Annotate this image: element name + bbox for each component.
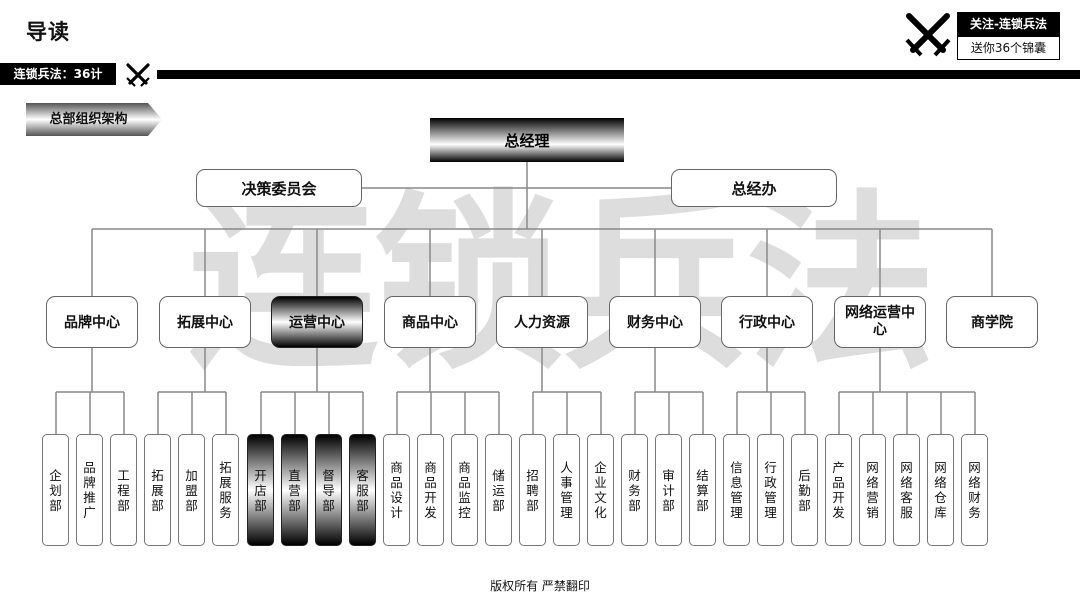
dept-node: 招聘部: [519, 434, 546, 546]
node-admin-center: 行政中心: [721, 296, 813, 348]
follow-subtitle: 送你36个锦囊: [957, 36, 1060, 60]
dept-node: 储运部: [485, 434, 512, 546]
dept-label: 人事管理: [560, 460, 573, 520]
dept-node: 商品开发: [417, 434, 444, 546]
node-general-manager-label: 总经理: [504, 131, 550, 150]
dept-label: 产品开发: [832, 460, 845, 520]
dept-label: 行政管理: [764, 460, 777, 520]
dept-label: 储运部: [492, 467, 505, 513]
follow-title: 关注-连锁兵法: [957, 12, 1060, 36]
node-label: 商品中心: [402, 315, 458, 331]
node-brand-center: 品牌中心: [46, 296, 138, 348]
page-title: 导读: [26, 20, 70, 44]
node-finance-center: 财务中心: [609, 296, 701, 348]
dept-label: 结算部: [696, 467, 709, 513]
dept-node: 督导部: [315, 434, 342, 546]
dept-node: 后勤部: [791, 434, 818, 546]
dept-label: 网络仓库: [934, 460, 947, 520]
node-decision-committee-label: 决策委员会: [241, 179, 317, 198]
dept-node: 品牌推广: [76, 434, 103, 546]
dept-label: 网络客服: [900, 460, 913, 520]
dept-node: 审计部: [655, 434, 682, 546]
dept-label: 信息管理: [730, 460, 743, 520]
dept-label: 客服部: [356, 467, 369, 513]
node-general-office-label: 总经办: [731, 179, 777, 198]
series-badge: 连锁兵法：36计: [0, 63, 116, 85]
crossed-swords-logo-icon: [905, 13, 951, 57]
section-tag-label: 总部组织架构: [49, 112, 128, 127]
dept-node: 商品设计: [383, 434, 410, 546]
dept-node: 网络财务: [961, 434, 988, 546]
node-label: 品牌中心: [64, 315, 120, 331]
dept-node: 企划部: [42, 434, 69, 546]
dept-node: 加盟部: [178, 434, 205, 546]
dept-node: 拓展服务: [212, 434, 239, 546]
node-business-school: 商学院: [946, 296, 1038, 348]
node-hr-center: 人力资源: [496, 296, 588, 348]
dept-label: 拓展部: [151, 467, 164, 513]
dept-node: 商品监控: [451, 434, 478, 546]
dept-label: 品牌推广: [83, 460, 96, 520]
dept-node: 产品开发: [825, 434, 852, 546]
copyright-footer: 版权所有 严禁翻印: [490, 579, 590, 593]
node-label: 行政中心: [739, 315, 795, 331]
node-label: 人力资源: [514, 315, 570, 331]
dept-node: 人事管理: [553, 434, 580, 546]
node-expansion-center: 拓展中心: [159, 296, 251, 348]
dept-label: 加盟部: [185, 467, 198, 513]
node-online-ops-center: 网络运营中心: [834, 296, 926, 348]
dept-node: 行政管理: [757, 434, 784, 546]
header-rule: [157, 70, 1080, 79]
node-label: 网络运营中心: [845, 305, 915, 338]
dept-label: 商品设计: [390, 460, 403, 520]
node-label: 商学院: [971, 315, 1013, 331]
node-label: 拓展中心: [177, 315, 233, 331]
dept-label: 审计部: [662, 467, 675, 513]
dept-node: 开店部: [247, 434, 274, 546]
dept-node: 工程部: [110, 434, 137, 546]
dept-label: 网络财务: [968, 460, 981, 520]
dept-node: 网络仓库: [927, 434, 954, 546]
dept-node: 结算部: [689, 434, 716, 546]
dept-label: 后勤部: [798, 467, 811, 513]
dept-label: 网络营销: [866, 460, 879, 520]
node-decision-committee: 决策委员会: [196, 169, 362, 207]
dept-node: 网络营销: [859, 434, 886, 546]
dept-label: 企业文化: [594, 460, 607, 520]
dept-label: 商品监控: [458, 460, 471, 520]
crossed-swords-icon: [126, 63, 150, 87]
dept-label: 直营部: [288, 467, 301, 513]
node-label: 运营中心: [289, 315, 345, 331]
node-label: 财务中心: [627, 315, 683, 331]
node-operations-center: 运营中心: [271, 296, 363, 348]
dept-label: 开店部: [254, 467, 267, 513]
dept-node: 拓展部: [144, 434, 171, 546]
dept-node: 客服部: [349, 434, 376, 546]
dept-label: 工程部: [117, 467, 130, 513]
dept-label: 督导部: [322, 467, 335, 513]
dept-label: 商品开发: [424, 460, 437, 520]
dept-label: 财务部: [628, 467, 641, 513]
node-general-manager: 总经理: [430, 118, 624, 162]
dept-node: 直营部: [281, 434, 308, 546]
dept-label: 招聘部: [526, 467, 539, 513]
dept-label: 企划部: [49, 467, 62, 513]
node-general-office: 总经办: [671, 169, 837, 207]
dept-node: 企业文化: [587, 434, 614, 546]
dept-node: 财务部: [621, 434, 648, 546]
dept-label: 拓展服务: [219, 460, 232, 520]
dept-node: 信息管理: [723, 434, 750, 546]
section-tag: 总部组织架构: [26, 103, 162, 136]
dept-node: 网络客服: [893, 434, 920, 546]
node-merchandise-center: 商品中心: [384, 296, 476, 348]
